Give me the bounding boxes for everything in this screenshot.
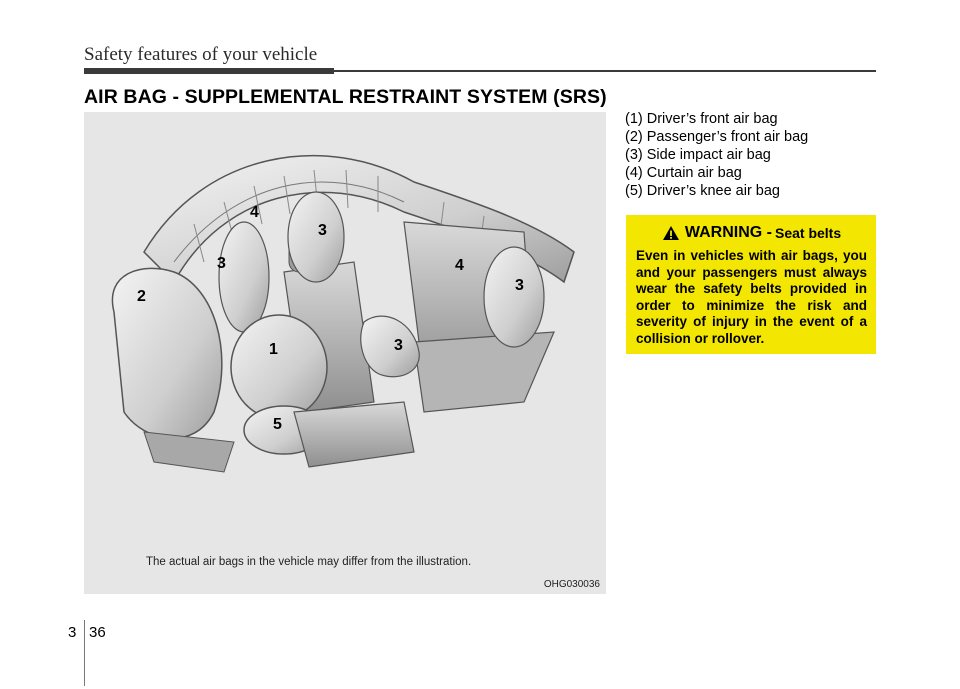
- callout-2: 2: [137, 288, 146, 306]
- section-title: AIR BAG - SUPPLEMENTAL RESTRAINT SYSTEM …: [84, 86, 607, 109]
- callout-1: 1: [269, 341, 278, 359]
- callout-3: 3: [217, 255, 226, 273]
- image-code: OHG030036: [544, 579, 600, 590]
- callout-3: 3: [394, 337, 403, 355]
- airbag-illustration: 4 3 3 2 4 3 1 3 5 The actual air bags in…: [84, 112, 606, 594]
- legend-item: (2) Passenger’s front air bag: [625, 128, 808, 146]
- warning-heading: WARNING - Seat belts: [636, 224, 867, 242]
- legend-item: (4) Curtain air bag: [625, 164, 808, 182]
- page-number: 36: [89, 624, 106, 641]
- warning-subject: Seat belts: [775, 225, 841, 241]
- warning-label: WARNING -: [685, 224, 772, 242]
- callout-4: 4: [250, 204, 259, 222]
- callout-3: 3: [515, 277, 524, 295]
- callout-3: 3: [318, 222, 327, 240]
- legend-item: (1) Driver’s front air bag: [625, 110, 808, 128]
- warning-text: Even in vehicles with air bags, you and …: [636, 248, 867, 347]
- airbag-legend: (1) Driver’s front air bag (2) Passenger…: [625, 110, 808, 200]
- legend-item: (3) Side impact air bag: [625, 146, 808, 164]
- airbag-drawing: [84, 112, 606, 594]
- callout-5: 5: [273, 416, 282, 434]
- illustration-caption: The actual air bags in the vehicle may d…: [146, 556, 471, 568]
- warning-box: WARNING - Seat belts Even in vehicles wi…: [626, 215, 876, 354]
- header-rule-thin: [334, 70, 876, 72]
- warning-triangle-icon: [662, 225, 680, 241]
- chapter-number: 3: [68, 624, 76, 641]
- legend-item: (5) Driver’s knee air bag: [625, 182, 808, 200]
- footer-rule: [84, 620, 85, 686]
- header-rule: [84, 68, 334, 74]
- callout-4: 4: [455, 257, 464, 275]
- running-header: Safety features of your vehicle: [84, 44, 317, 66]
